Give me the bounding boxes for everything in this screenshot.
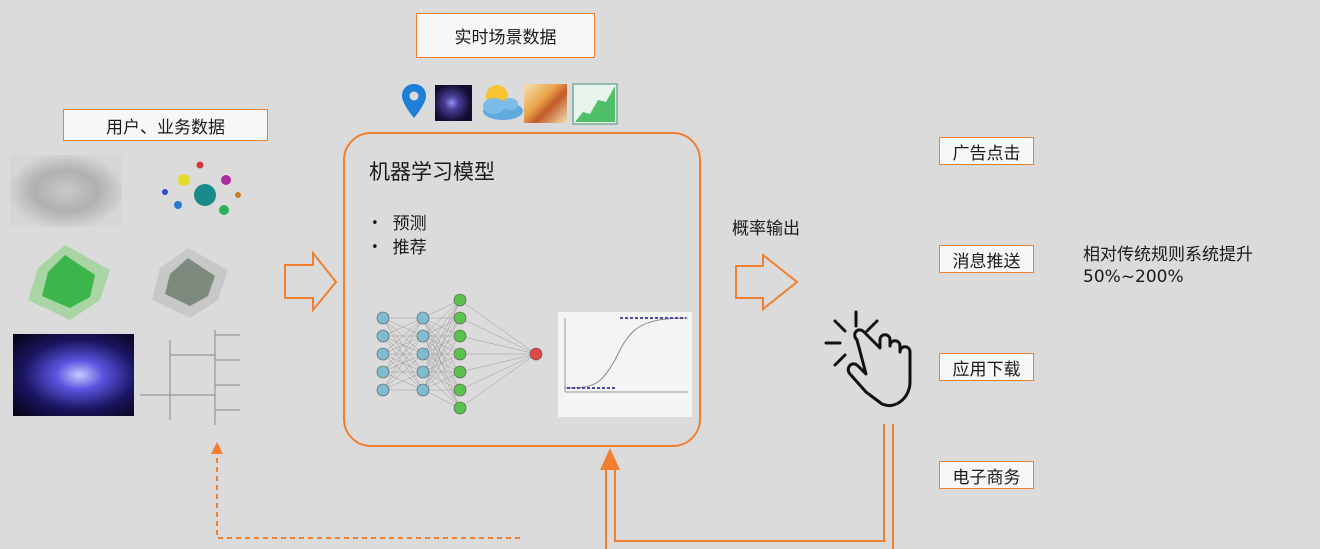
model-tasks: 预测 推荐 bbox=[371, 212, 427, 260]
network-node bbox=[453, 293, 467, 307]
network-node bbox=[376, 311, 390, 325]
network-node bbox=[376, 383, 390, 397]
user-business-data-label: 用户、业务数据 bbox=[63, 109, 268, 141]
word-cloud-image bbox=[10, 155, 122, 227]
network-node bbox=[376, 365, 390, 379]
network-node bbox=[416, 329, 430, 343]
network-node bbox=[529, 347, 543, 361]
output-message-push: 消息推送 bbox=[939, 245, 1034, 273]
probability-output-label: 概率输出 bbox=[732, 219, 800, 239]
model-title: 机器学习模型 bbox=[369, 160, 495, 184]
network-node bbox=[416, 347, 430, 361]
network-node bbox=[453, 329, 467, 343]
network-node bbox=[453, 383, 467, 397]
output-app-download: 应用下载 bbox=[939, 353, 1034, 381]
output-ad-click: 广告点击 bbox=[939, 137, 1034, 165]
improvement-line1: 相对传统规则系统提升 bbox=[1083, 245, 1253, 265]
network-node bbox=[416, 383, 430, 397]
realtime-data-label: 实时场景数据 bbox=[416, 13, 595, 58]
network-node bbox=[453, 347, 467, 361]
night-city-icon bbox=[435, 85, 472, 121]
network-node bbox=[416, 311, 430, 325]
network-visualization-image bbox=[13, 334, 134, 416]
network-node bbox=[453, 311, 467, 325]
improvement-line2: 50%~200% bbox=[1083, 267, 1184, 287]
improvement-note: 相对传统规则系统提升 50%~200% bbox=[1083, 244, 1253, 288]
network-node bbox=[416, 365, 430, 379]
food-icon bbox=[524, 84, 567, 123]
task-predict: 预测 bbox=[371, 212, 427, 236]
network-node bbox=[376, 347, 390, 361]
ml-model-box: 机器学习模型 预测 推荐 bbox=[343, 132, 701, 447]
task-recommend: 推荐 bbox=[371, 236, 427, 260]
output-ecommerce: 电子商务 bbox=[939, 461, 1034, 489]
network-node bbox=[453, 401, 467, 415]
network-node bbox=[376, 329, 390, 343]
network-node bbox=[453, 365, 467, 379]
